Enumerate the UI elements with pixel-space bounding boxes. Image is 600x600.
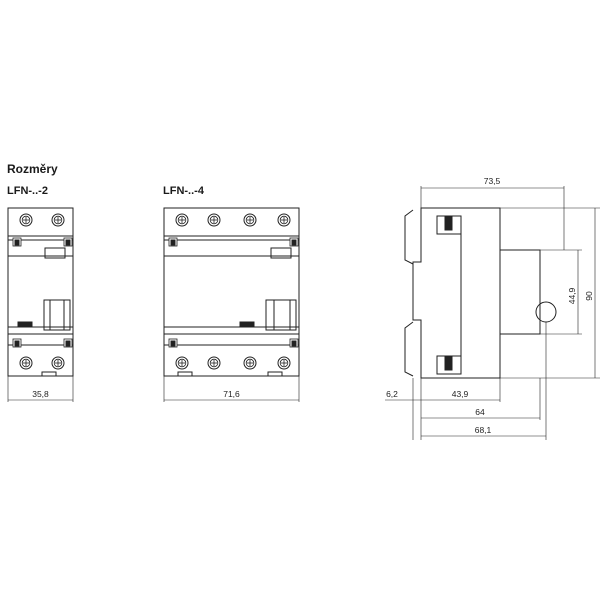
dim-depth-total: 68,1 <box>475 425 492 435</box>
dim-height-total: 90 <box>584 291 594 301</box>
dim-width-4pole: 71,6 <box>223 389 240 399</box>
model-label-4pole: LFN-..-4 <box>163 185 204 197</box>
dim-depth-front: 43,9 <box>452 389 469 399</box>
model-label-2pole: LFN-..-2 <box>7 185 48 197</box>
front-view-2pole <box>7 207 74 402</box>
heading-dimensions: Rozměry <box>7 162 58 176</box>
dim-depth-rail: 64 <box>475 407 485 417</box>
side-view <box>385 186 600 440</box>
dim-height-front: 44,9 <box>567 287 577 304</box>
dim-offset-left: 6,2 <box>386 389 398 399</box>
front-view-4pole <box>163 207 300 402</box>
dim-overall-depth: 73,5 <box>484 176 501 186</box>
dim-width-2pole: 35,8 <box>32 389 49 399</box>
